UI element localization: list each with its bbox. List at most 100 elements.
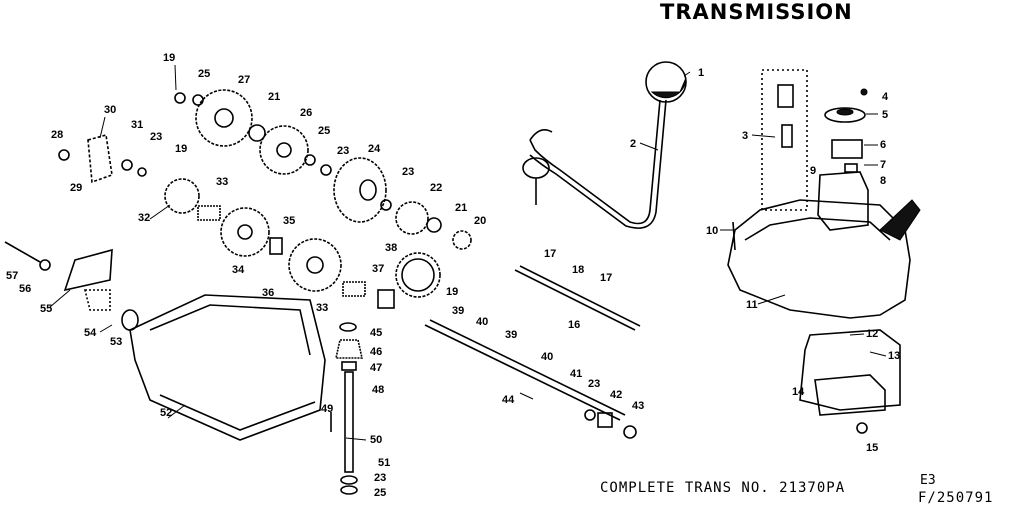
washer-25-c <box>340 485 358 495</box>
gear-34 <box>220 207 270 257</box>
washer-23-e <box>340 475 358 485</box>
callout-35: 35 <box>283 215 295 227</box>
callout-19c: 19 <box>446 286 458 298</box>
callout-48: 48 <box>372 384 384 396</box>
callout-8: 8 <box>880 175 886 187</box>
plate-54 <box>83 289 111 311</box>
callout-18: 18 <box>572 264 584 276</box>
gear-26-hub <box>276 142 292 158</box>
callout-14: 14 <box>792 386 805 398</box>
shift-bracket-lower <box>781 124 793 148</box>
gear-20 <box>452 230 472 250</box>
ring-38 <box>395 252 441 298</box>
transmission-cover <box>727 199 911 319</box>
callout-33b: 33 <box>316 302 328 314</box>
cover-screw <box>860 88 868 96</box>
case-52-base <box>159 394 316 431</box>
callout-33a: 33 <box>216 176 228 188</box>
gear-36 <box>288 238 342 292</box>
ring-38-inner <box>401 258 435 292</box>
callout-42: 42 <box>610 389 622 401</box>
bevel-gear-24 <box>333 157 387 223</box>
callout-6: 6 <box>880 139 886 151</box>
shift-rail-16 <box>514 269 636 331</box>
callout-57: 57 <box>6 270 18 282</box>
collar-21-upper <box>248 124 266 142</box>
callout-54: 54 <box>84 327 97 339</box>
callout-28: 28 <box>51 129 63 141</box>
cover-30 <box>87 133 113 184</box>
callout-27: 27 <box>238 74 250 86</box>
callout-17b: 17 <box>600 272 612 284</box>
callout-37: 37 <box>372 263 384 275</box>
callout-39a: 39 <box>452 305 464 317</box>
callout-56: 56 <box>19 283 31 295</box>
cover-rim <box>744 217 891 241</box>
shift-bolt <box>856 422 868 434</box>
washer-23-c <box>137 167 147 177</box>
washer-23-a <box>320 164 332 176</box>
callout-38: 38 <box>385 242 397 254</box>
cover-bolt <box>732 221 736 251</box>
callout-10: 10 <box>706 225 718 237</box>
collar-21-lower <box>426 217 442 233</box>
washer-56 <box>39 259 51 271</box>
callout-23e: 23 <box>374 472 386 484</box>
shifter-housing <box>817 171 869 231</box>
callout-53: 53 <box>110 336 122 348</box>
callout-29: 29 <box>70 182 82 194</box>
shift-bracket <box>777 84 794 108</box>
callout-4: 4 <box>882 91 889 103</box>
callout-16: 16 <box>568 319 580 331</box>
callout-52: 52 <box>160 407 172 419</box>
callout-22: 22 <box>430 182 442 194</box>
plug-28 <box>58 149 70 161</box>
callout-19a: 19 <box>163 52 175 64</box>
bevel-gear-24-hub <box>359 179 377 201</box>
shift-fork-37 <box>377 289 395 309</box>
complete-trans-note: COMPLETE TRANS NO. 21370PA <box>600 480 846 496</box>
callout-13: 13 <box>888 350 900 362</box>
callout-23c: 23 <box>402 166 414 178</box>
callout-20: 20 <box>474 215 486 227</box>
figure-number: F/250791 <box>918 490 994 506</box>
callout-30: 30 <box>104 104 116 116</box>
spring-33-upper <box>197 205 221 221</box>
retainer-clip <box>844 163 858 173</box>
callout-7: 7 <box>880 159 886 171</box>
washer-25-a <box>192 94 204 106</box>
gear-27 <box>195 89 253 147</box>
callout-19b: 19 <box>175 143 187 155</box>
washer-23-b <box>380 199 392 211</box>
callout-51: 51 <box>378 457 390 469</box>
bracket-55 <box>63 248 113 292</box>
case-52-rim <box>149 304 311 356</box>
callout-25c: 25 <box>374 487 386 499</box>
callout-9: 9 <box>810 165 816 177</box>
gear-36-hub <box>306 256 324 274</box>
spring-33-lower <box>342 281 366 297</box>
callout-3: 3 <box>742 130 748 142</box>
callout-40a: 40 <box>476 316 488 328</box>
callout-26: 26 <box>300 107 312 119</box>
gear-34-hub <box>237 224 253 240</box>
shift-lever <box>522 61 687 229</box>
diagram-title: TRANSMISSION <box>660 0 853 24</box>
callout-15: 15 <box>866 442 878 454</box>
seal-53 <box>121 309 139 331</box>
callout-5: 5 <box>882 109 888 121</box>
washer-45 <box>339 322 357 332</box>
shift-rail-16-edge <box>519 265 641 327</box>
shaft-50 <box>344 371 354 473</box>
washer-23-d <box>584 409 596 421</box>
washer-19 <box>174 92 186 104</box>
gear-26 <box>259 125 309 175</box>
shift-knob-shade <box>650 77 687 99</box>
callout-23a: 23 <box>150 131 162 143</box>
callout-34: 34 <box>232 264 245 276</box>
shift-boot <box>831 139 863 159</box>
shift-rod-hook <box>529 129 553 141</box>
callout-43: 43 <box>632 400 644 412</box>
callout-47: 47 <box>370 362 382 374</box>
